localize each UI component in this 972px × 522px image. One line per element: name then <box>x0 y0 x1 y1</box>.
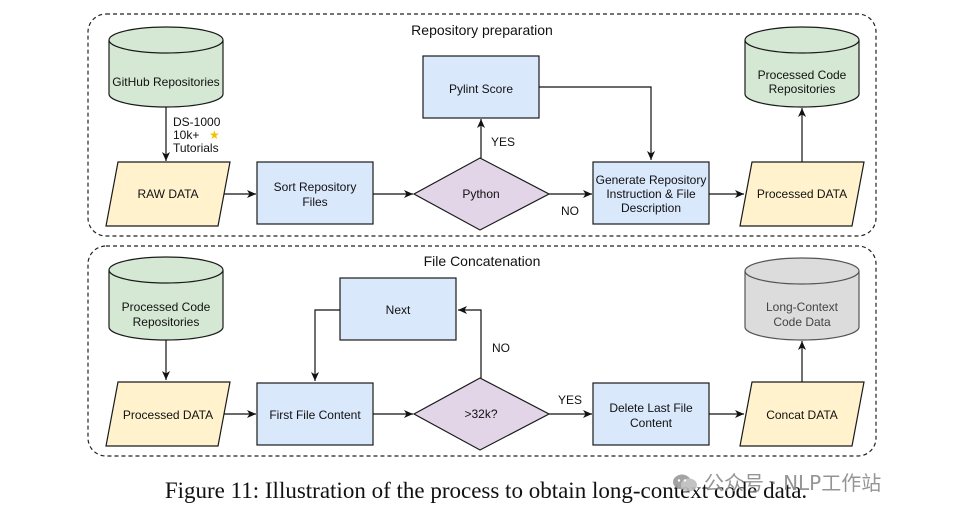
panel-title-bottom: File Concatenation <box>424 253 541 269</box>
yes-label-bottom: YES <box>558 393 582 407</box>
svg-text:Delete Last File: Delete Last File <box>609 401 693 415</box>
no-label-top: NO <box>561 204 579 218</box>
svg-text:Sort Repository: Sort Repository <box>274 180 357 194</box>
svg-text:Code Data: Code Data <box>773 315 831 329</box>
github-repositories-cylinder: GitHub Repositories <box>108 26 224 108</box>
svg-text:10k+: 10k+ <box>173 128 199 142</box>
generate-repository-instruction-node: Generate Repository Instruction & File D… <box>592 161 710 225</box>
watermark: 公众号 · NLP工作站 <box>672 467 881 496</box>
svg-text:Instruction & File: Instruction & File <box>606 187 696 201</box>
panel-title-top: Repository preparation <box>411 22 553 38</box>
delete-last-file-content-node: Delete Last File Content <box>592 382 710 446</box>
concat-data-node: Concat DATA <box>739 381 865 447</box>
svg-text:Repositories: Repositories <box>769 82 836 96</box>
svg-text:Description: Description <box>621 201 681 215</box>
svg-text:Pylint Score: Pylint Score <box>449 82 513 96</box>
svg-text:Long-Context: Long-Context <box>766 300 839 314</box>
svg-text:Generate Repository: Generate Repository <box>596 173 707 187</box>
svg-text:DS-1000: DS-1000 <box>173 115 221 129</box>
next-node: Next <box>339 277 457 341</box>
figure-caption: Figure 11: Illustration of the process t… <box>164 478 808 503</box>
svg-text:Processed Code: Processed Code <box>122 300 211 314</box>
svg-text:Processed DATA: Processed DATA <box>757 187 847 201</box>
panel-file-concatenation <box>87 245 877 457</box>
svg-text:RAW DATA: RAW DATA <box>137 187 198 201</box>
yes-label-top: YES <box>491 135 515 149</box>
first-file-content-node: First File Content <box>256 382 374 446</box>
python-decision-node: Python <box>412 157 551 231</box>
star-icon: ★ <box>209 128 220 142</box>
pylint-score-node: Pylint Score <box>422 55 540 119</box>
no-label-bottom: NO <box>492 341 510 355</box>
size-check-decision-node: >32k? <box>412 377 551 451</box>
svg-text:Tutorials: Tutorials <box>173 141 219 155</box>
processed-code-repositories-cylinder-top: Processed Code Repositories <box>744 26 860 108</box>
data-sources-label: DS-1000 10k+ ★ Tutorials <box>173 115 221 155</box>
svg-text:Content: Content <box>630 416 673 430</box>
wechat-icon <box>673 474 697 492</box>
processed-data-node-bottom: Processed DATA <box>105 381 231 447</box>
svg-text:First File Content: First File Content <box>269 408 361 422</box>
sort-repository-files-node: Sort Repository Files <box>256 161 374 225</box>
svg-text:Processed DATA: Processed DATA <box>123 408 213 422</box>
svg-text:>32k?: >32k? <box>464 407 497 421</box>
svg-text:Files: Files <box>302 195 327 209</box>
processed-code-repositories-cylinder-bottom: Processed Code Repositories <box>108 256 224 341</box>
svg-text:Concat DATA: Concat DATA <box>766 408 838 422</box>
raw-data-node: RAW DATA <box>105 161 231 227</box>
svg-text:Repositories: Repositories <box>133 315 200 329</box>
processed-data-node-top: Processed DATA <box>739 161 865 227</box>
watermark-text: 公众号 · NLP工作站 <box>704 471 882 495</box>
svg-text:Python: Python <box>462 187 499 201</box>
long-context-code-data-cylinder: Long-Context Code Data <box>744 257 860 341</box>
svg-text:GitHub Repositories: GitHub Repositories <box>112 75 219 89</box>
svg-text:Next: Next <box>386 303 411 317</box>
svg-text:Processed Code: Processed Code <box>758 68 847 82</box>
